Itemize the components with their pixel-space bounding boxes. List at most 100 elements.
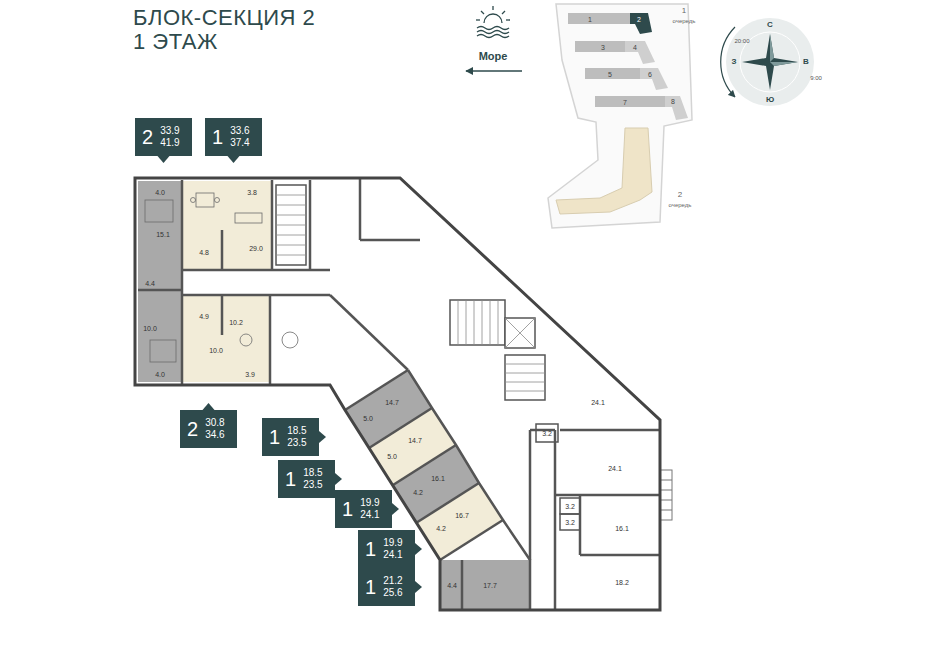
area-value: 37.4	[230, 137, 249, 149]
apartment-tag: 1 33.637.4	[205, 118, 262, 156]
compass-letter: В	[803, 58, 809, 66]
area-value: 18.5	[287, 425, 306, 437]
tag-pointers	[158, 156, 423, 593]
room-area: 3.9	[245, 371, 255, 378]
room-area: 15.1	[156, 231, 170, 238]
room-area: 14.7	[408, 437, 422, 444]
room-area: 18.2	[615, 579, 629, 586]
room-count: 1	[285, 468, 296, 490]
site-map	[548, 4, 692, 228]
title: БЛОК-СЕКЦИЯ 2 1 ЭТАЖ	[133, 6, 320, 54]
room-area: 4.2	[436, 525, 446, 532]
phase-number: 1	[682, 7, 686, 15]
area-stack: 19.924.1	[383, 537, 402, 561]
room-area: 3.8	[247, 189, 257, 196]
building-number: 7	[623, 99, 627, 106]
area-value: 19.9	[360, 497, 379, 509]
area-value: 19.9	[383, 537, 402, 549]
room-area: 4.9	[199, 313, 209, 320]
room-area: 5.0	[387, 453, 397, 460]
area-stack: 30.834.6	[205, 417, 224, 441]
room-area: 24.1	[608, 465, 622, 472]
time-label: 9:00	[810, 75, 822, 81]
room-area: 4.8	[199, 249, 209, 256]
building-number: 2	[637, 16, 641, 23]
area-stack: 18.523.5	[303, 467, 322, 491]
room-area: 4.4	[447, 582, 457, 589]
area-value: 18.5	[303, 467, 322, 479]
room-area: 4.0	[155, 189, 165, 196]
room-area: 29.0	[249, 245, 263, 252]
room-area: 4.0	[155, 371, 165, 378]
room-area: 4.2	[413, 489, 423, 496]
area-value: 30.8	[205, 417, 224, 429]
room-area: 24.1	[591, 399, 605, 406]
room-count: 1	[365, 538, 376, 560]
building-number: 5	[608, 71, 612, 78]
tag-pointer	[158, 156, 170, 163]
room-count: 2	[187, 418, 198, 440]
area-value: 23.5	[287, 437, 306, 449]
building-number: 3	[601, 44, 605, 51]
room-count: 1	[365, 576, 376, 598]
compass-letter: З	[731, 58, 736, 66]
tag-pointer	[335, 473, 342, 485]
tag-pointer	[319, 431, 326, 443]
area-value: 25.6	[383, 587, 402, 599]
tag-pointer	[415, 543, 422, 555]
room-area: 10.2	[229, 319, 243, 326]
room-area: 5.0	[363, 415, 373, 422]
building-number: 6	[648, 71, 652, 78]
phase-label: очередь	[673, 18, 696, 24]
area-value: 33.9	[160, 125, 179, 137]
apartment-tag: 1 19.924.1	[358, 530, 415, 568]
room-area: 14.7	[385, 399, 399, 406]
compass-letter: С	[767, 21, 773, 29]
apartment-tag: 1 18.523.5	[262, 418, 319, 456]
room-area: 3.2	[565, 503, 575, 510]
room-area: 3.2	[542, 430, 552, 437]
room-area: 3.2	[565, 519, 575, 526]
tag-pointer	[228, 156, 240, 163]
area-value: 34.6	[205, 429, 224, 441]
apartment-tag: 2 33.941.9	[135, 118, 192, 156]
apartment-tag: 2 30.834.6	[180, 410, 237, 448]
area-value: 24.1	[360, 509, 379, 521]
room-area: 10.0	[143, 325, 157, 332]
room-area: 17.7	[483, 582, 497, 589]
area-stack: 21.225.6	[383, 575, 402, 599]
building-plan	[135, 178, 672, 610]
area-stack: 18.523.5	[287, 425, 306, 449]
sea-label: Море	[479, 51, 508, 62]
phase-number: 2	[678, 191, 682, 199]
apartment-tag: 1 18.523.5	[278, 460, 335, 498]
time-label: 20:00	[734, 38, 749, 44]
tag-pointer	[415, 581, 422, 593]
tag-pointer	[203, 403, 215, 410]
sea-icon	[466, 6, 522, 71]
room-count: 1	[212, 126, 223, 148]
apartment-tag: 1 21.225.6	[358, 568, 415, 606]
room-area: 10.0	[209, 347, 223, 354]
room-count: 1	[269, 426, 280, 448]
area-stack: 33.941.9	[160, 125, 179, 149]
room-area: 16.7	[455, 512, 469, 519]
building-number: 8	[671, 98, 675, 105]
room-area: 16.1	[431, 475, 445, 482]
compass	[721, 18, 814, 106]
compass-letter: Ю	[766, 96, 774, 104]
area-value: 24.1	[383, 549, 402, 561]
phase-label: очередь	[669, 202, 692, 208]
area-stack: 33.637.4	[230, 125, 249, 149]
building-number: 4	[633, 44, 637, 51]
apartment-tag: 119.924.1	[335, 490, 392, 528]
building-number: 1	[588, 16, 592, 23]
area-stack: 19.924.1	[360, 497, 379, 521]
room-count: 2	[142, 126, 153, 148]
room-area: 16.1	[615, 525, 629, 532]
area-value: 21.2	[383, 575, 402, 587]
tag-pointer	[392, 503, 399, 515]
room-area: 4.4	[145, 280, 155, 287]
